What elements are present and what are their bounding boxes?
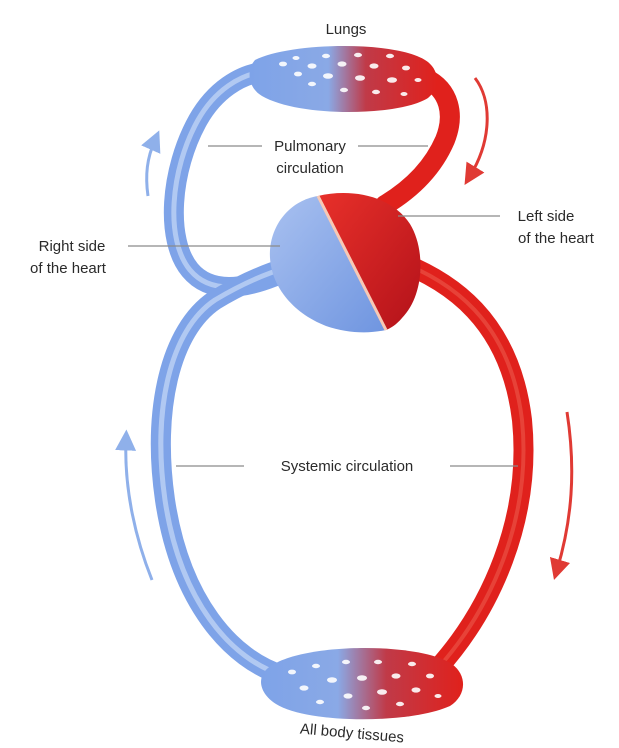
systemic-label: Systemic circulation bbox=[281, 458, 414, 475]
flow-arrow-pulmonary-down bbox=[470, 78, 487, 176]
lungs-capillary-bed bbox=[250, 46, 437, 112]
right-side-label-line2: of the heart bbox=[30, 260, 107, 277]
lungs-label: Lungs bbox=[326, 21, 367, 38]
right-side-label-line1: Right side bbox=[39, 238, 106, 255]
tissues-label: All body tissues bbox=[299, 720, 404, 746]
left-side-label-line2: of the heart bbox=[518, 230, 595, 247]
aorta-vessel bbox=[395, 260, 523, 668]
vena-cava-vessel bbox=[161, 268, 285, 676]
flow-arrow-systemic-up bbox=[126, 440, 152, 580]
pulmonary-label-line2: circulation bbox=[276, 160, 344, 177]
flow-arrow-systemic-down bbox=[557, 412, 572, 570]
tissues-capillary-bed bbox=[261, 648, 463, 719]
pulmonary-label-line1: Pulmonary bbox=[274, 138, 346, 155]
flow-arrow-pulmonary-up bbox=[147, 140, 155, 196]
heart bbox=[270, 193, 421, 332]
left-side-label-line1: Left side bbox=[518, 208, 575, 225]
